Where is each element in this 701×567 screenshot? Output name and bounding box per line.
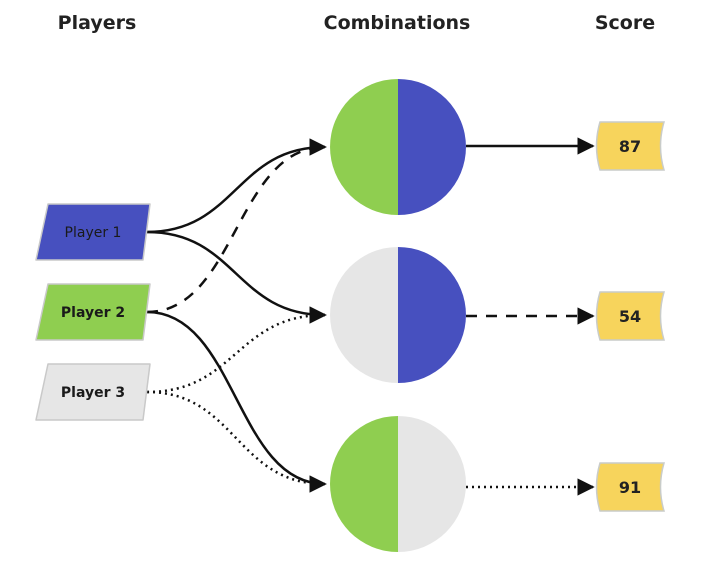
player-shape — [35, 363, 151, 421]
player-shape — [35, 283, 151, 341]
score-shape — [595, 291, 665, 341]
player-node-1: Player 1 — [35, 203, 151, 261]
player-label: Player 3 — [61, 385, 125, 401]
score-value: 54 — [619, 307, 641, 326]
player-to-combination-arrow — [146, 230, 327, 324]
combination-left-half — [330, 79, 398, 215]
combinations-heading: Combinations — [323, 12, 471, 34]
score-heading: Score — [594, 12, 656, 34]
player-to-combination-arrow — [146, 390, 327, 493]
score-box-2: 54 — [595, 291, 665, 341]
player-to-combination-arrow — [146, 138, 327, 314]
node-layer: Player 1 Player 2 Player 3 87 54 91 — [35, 79, 665, 552]
players-heading: Players — [57, 12, 137, 34]
player-to-combination-arrow — [146, 138, 327, 234]
score-value: 91 — [619, 478, 641, 497]
score-shape — [595, 121, 665, 171]
player-label: Player 1 — [65, 225, 122, 241]
combination-right-half — [398, 416, 466, 552]
combination-right-half — [398, 247, 466, 383]
player-shape — [35, 203, 151, 261]
combination-circle-1 — [330, 79, 466, 215]
score-box-3: 91 — [595, 462, 665, 512]
combination-right-half — [398, 79, 466, 215]
score-value: 87 — [619, 137, 641, 156]
score-shape — [595, 462, 665, 512]
combination-circle-3 — [330, 416, 466, 552]
player-node-3: Player 3 — [35, 363, 151, 421]
connector-layer — [146, 137, 595, 496]
combination-left-half — [330, 416, 398, 552]
combination-circle-2 — [330, 247, 466, 383]
player-to-combination-arrow — [146, 306, 327, 394]
score-box-1: 87 — [595, 121, 665, 171]
player-label: Player 2 — [61, 305, 125, 321]
player-to-combination-arrow — [146, 310, 327, 493]
player-node-2: Player 2 — [35, 283, 151, 341]
combination-left-half — [330, 247, 398, 383]
